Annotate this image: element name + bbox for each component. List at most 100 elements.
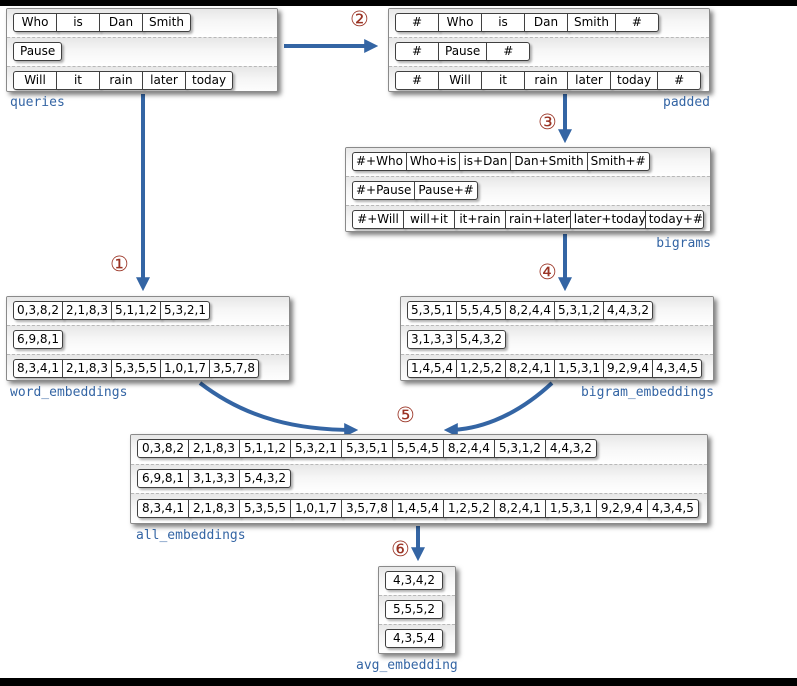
- cell: 5,1,1,2: [111, 301, 161, 320]
- cell: 9,2,9,4: [595, 498, 648, 518]
- cell: 1,0,1,7: [289, 498, 342, 518]
- cell: Smith: [142, 13, 191, 32]
- word-embeddings-label: word_embeddings: [10, 385, 128, 400]
- cell: 5,3,1,2: [554, 301, 604, 320]
- cell: #+Who: [352, 152, 407, 171]
- cell: today: [185, 71, 234, 90]
- cell: rain+later: [505, 210, 571, 229]
- cell: 8,2,4,4: [442, 439, 495, 459]
- cell: Who+is: [405, 152, 461, 171]
- cell: 6,9,8,1: [13, 330, 63, 349]
- cell: Will: [13, 71, 57, 90]
- cell: #: [614, 13, 659, 32]
- cell: 5,4,3,2: [238, 469, 291, 488]
- cell: #+Will: [352, 210, 404, 229]
- cell-row: #Pause#: [389, 38, 709, 67]
- cell: Pause+#: [414, 181, 478, 200]
- cell: it+rain: [454, 210, 506, 229]
- cell: Who: [13, 13, 57, 32]
- step-1-badge: ①: [110, 252, 129, 276]
- cell: #: [395, 13, 439, 32]
- cell-row: 6,9,8,1: [7, 326, 289, 355]
- queries-label: queries: [10, 95, 65, 110]
- arrow-step-5-left: [198, 381, 359, 437]
- cell: 3,1,3,3: [407, 330, 457, 349]
- cell: Smith: [567, 13, 616, 32]
- cell: it: [481, 71, 525, 90]
- cell: later+today: [569, 210, 646, 229]
- cell: 0,3,8,2: [137, 439, 189, 459]
- cell: 5,4,3,2: [456, 330, 506, 349]
- cell: 8,2,4,1: [505, 359, 555, 378]
- all-embeddings-label: all_embeddings: [136, 528, 246, 543]
- cell: 8,2,4,4: [505, 301, 555, 320]
- cell: today: [610, 71, 659, 90]
- cell: Dan+Smith: [510, 152, 588, 171]
- step-3-badge: ③: [538, 110, 557, 134]
- cell: 1,4,5,4: [407, 359, 457, 378]
- bottom-border-bar: [0, 678, 797, 686]
- cell: 5,3,2,1: [160, 301, 210, 320]
- cell: Pause: [13, 42, 63, 61]
- top-border-bar: [0, 0, 797, 6]
- bigrams-label: bigrams: [656, 236, 711, 251]
- cell: #: [657, 71, 702, 90]
- cell: 8,3,4,1: [137, 498, 189, 518]
- cell: 3,5,7,8: [340, 498, 393, 518]
- cell: 4,3,4,5: [652, 359, 702, 378]
- cell: 5,3,5,5: [238, 498, 291, 518]
- cell: 1,0,1,7: [160, 359, 210, 378]
- cell: 3,5,7,8: [209, 359, 259, 378]
- step-2-badge: ②: [350, 7, 369, 31]
- cell: later: [142, 71, 186, 90]
- cell: it: [56, 71, 100, 90]
- cell: 0,3,8,2: [13, 301, 63, 320]
- cell: #+Pause: [352, 181, 416, 200]
- cell: 5,3,5,1: [340, 439, 393, 459]
- cell: 5,3,2,1: [289, 439, 342, 459]
- cell: Will: [438, 71, 482, 90]
- cell: 5,5,5,2: [385, 600, 443, 619]
- cell: is: [56, 13, 100, 32]
- cell: Smith+#: [586, 152, 650, 171]
- cell: 1,2,5,2: [456, 359, 506, 378]
- cell: 4,3,5,4: [385, 629, 443, 648]
- cell: 4,3,4,2: [385, 571, 443, 590]
- cell: Who: [438, 13, 482, 32]
- cell: Dan: [524, 13, 568, 32]
- avg-embedding-label: avg_embedding: [356, 658, 458, 673]
- cell: 2,1,8,3: [187, 439, 240, 459]
- cell-row: Pause: [7, 38, 277, 67]
- bigram-embeddings-label: bigram_embeddings: [580, 385, 714, 400]
- cell: 1,5,3,1: [544, 498, 597, 518]
- cell: rain: [99, 71, 143, 90]
- cell: 2,1,8,3: [62, 359, 112, 378]
- step-4-badge: ④: [538, 260, 557, 284]
- cell-row: 5,5,5,2: [379, 596, 455, 625]
- cell-row: 4,3,5,4: [379, 625, 455, 653]
- avg-embedding-box: 4,3,4,2 5,5,5,2 4,3,5,4: [378, 566, 456, 654]
- cell: 5,3,1,2: [493, 439, 546, 459]
- cell: is+Dan: [459, 152, 512, 171]
- padded-label: padded: [663, 95, 710, 110]
- cell: 2,1,8,3: [187, 498, 240, 518]
- cell: 1,2,5,2: [442, 498, 495, 518]
- cell: 1,4,5,4: [391, 498, 444, 518]
- cell: 9,2,9,4: [603, 359, 653, 378]
